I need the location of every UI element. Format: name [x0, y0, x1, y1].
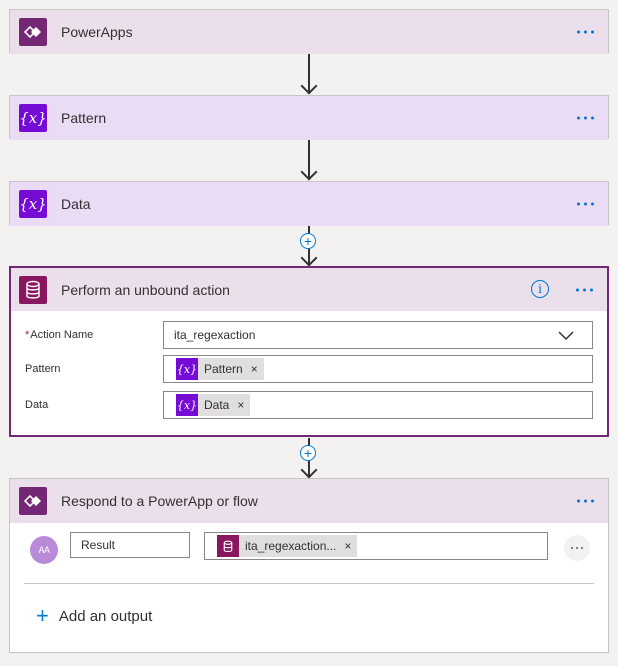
more-options-button[interactable]	[564, 535, 590, 561]
avatar: AA	[30, 536, 58, 564]
action-name-value: ita_regexaction	[174, 328, 256, 342]
step-header[interactable]: {x} Data	[10, 182, 608, 226]
arrow-head	[300, 461, 318, 479]
pattern-input[interactable]: {x} Pattern ×	[163, 355, 593, 383]
required-marker: *	[25, 329, 30, 341]
step-pattern[interactable]: {x} Pattern	[9, 95, 609, 140]
step-respond-powerapp[interactable]: Respond to a PowerApp or flow AA Result …	[9, 478, 609, 653]
step-title: Pattern	[61, 110, 107, 126]
step-data[interactable]: {x} Data	[9, 181, 609, 226]
step-powerapps[interactable]: PowerApps	[9, 9, 609, 54]
data-input[interactable]: {x} Data ×	[163, 391, 593, 419]
add-output-label: Add an output	[58, 607, 153, 625]
powerapps-icon	[19, 18, 47, 46]
connector-arrow	[308, 54, 310, 92]
variable-icon: {x}	[176, 394, 198, 416]
database-icon	[19, 275, 47, 304]
insert-step-button[interactable]: +	[300, 233, 316, 249]
token-label: Pattern	[204, 362, 243, 376]
more-options-button[interactable]	[574, 282, 595, 297]
output-name-value: Result	[81, 538, 116, 552]
variable-icon: {x}	[176, 358, 198, 380]
remove-token-button[interactable]: ×	[344, 539, 352, 553]
data-token[interactable]: {x} Data ×	[176, 394, 251, 416]
output-token[interactable]: ita_regexaction... ×	[217, 535, 358, 557]
more-options-button[interactable]	[575, 197, 596, 212]
step-header[interactable]: PowerApps	[10, 10, 608, 54]
token-label: ita_regexaction...	[245, 539, 337, 553]
output-value-input[interactable]: ita_regexaction... ×	[204, 532, 548, 560]
remove-token-button[interactable]: ×	[250, 362, 258, 376]
pattern-token[interactable]: {x} Pattern ×	[176, 358, 264, 380]
variable-icon: {x}	[19, 104, 47, 132]
step-header[interactable]: Respond to a PowerApp or flow	[10, 479, 608, 523]
data-label: Data	[25, 399, 49, 411]
chevron-down-icon	[558, 331, 574, 341]
action-name-select[interactable]: ita_regexaction	[163, 321, 593, 349]
step-title: Perform an unbound action	[61, 281, 230, 298]
output-name-input[interactable]: Result	[70, 532, 190, 558]
remove-token-button[interactable]: ×	[237, 398, 245, 412]
add-output-button[interactable]: + Add an output	[36, 605, 152, 627]
step-header[interactable]: Perform an unbound action i	[11, 268, 607, 311]
step-title: Data	[61, 196, 91, 212]
arrow-head	[300, 77, 318, 95]
step-title: PowerApps	[61, 24, 133, 40]
more-options-button[interactable]	[575, 25, 596, 40]
powerapps-icon	[19, 487, 47, 515]
label-text: Action Name	[30, 329, 94, 341]
step-perform-unbound-action[interactable]: Perform an unbound action i *Action Name…	[9, 266, 609, 437]
arrow-head	[300, 163, 318, 181]
token-label: Data	[204, 398, 230, 412]
step-title: Respond to a PowerApp or flow	[61, 493, 258, 509]
connector-arrow	[308, 140, 310, 178]
info-icon[interactable]: i	[531, 280, 549, 298]
arrow-head	[300, 249, 318, 267]
step-header[interactable]: {x} Pattern	[10, 96, 608, 140]
action-name-label: *Action Name	[25, 329, 93, 341]
plus-icon: +	[36, 603, 49, 628]
variable-icon: {x}	[19, 190, 47, 218]
more-options-button[interactable]	[575, 111, 596, 126]
more-options-button[interactable]	[575, 494, 596, 509]
insert-step-button[interactable]: +	[300, 445, 316, 461]
pattern-label: Pattern	[25, 363, 61, 375]
divider	[24, 583, 594, 584]
database-icon	[217, 535, 239, 557]
